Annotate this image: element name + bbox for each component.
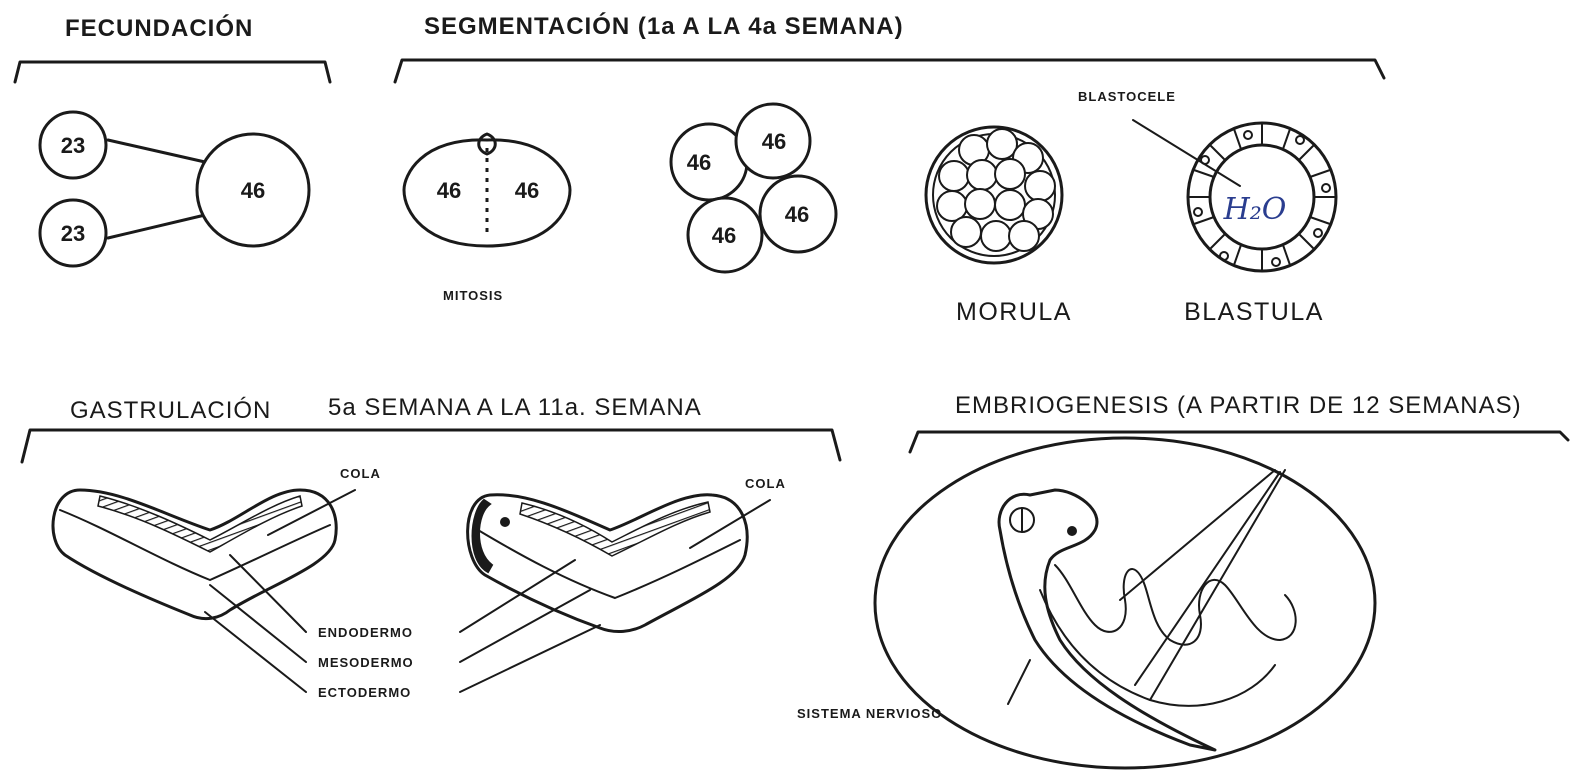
segmentacion-title: SEGMENTACIÓN (1a A LA 4a SEMANA): [424, 12, 904, 40]
blastocele-pointer: [1132, 119, 1241, 187]
fusion-line-bottom: [106, 213, 207, 240]
sistema-nervioso-label: SISTEMA NERVIOSO: [797, 706, 942, 721]
gamete-bottom-circle: [38, 198, 108, 268]
gastrula-right-drawing: [466, 493, 749, 634]
four-cell-3-circle: [758, 174, 838, 254]
fecundacion-bracket: [13, 60, 332, 84]
blastula-drawing: [1186, 121, 1338, 273]
gastrulacion-section: GASTRULACIÓN 5a SEMANA A LA 11a. SEMANA …: [20, 394, 842, 700]
segmentacion-section: SEGMENTACIÓN (1a A LA 4a SEMANA) 46 46 M…: [393, 12, 1386, 326]
blastocele-label: BLASTOCELE: [1078, 89, 1176, 104]
mitosis-right-number: 46: [515, 178, 539, 203]
fecundacion-section: FECUNDACIÓN 23 23 46: [13, 14, 332, 268]
fecundacion-title: FECUNDACIÓN: [65, 14, 253, 42]
two-cell-notch-top: [477, 132, 497, 156]
four-cell-4-number: 46: [712, 223, 736, 248]
zygote-number: 46: [241, 178, 265, 203]
gastrulacion-period: 5a SEMANA A LA 11a. SEMANA: [328, 394, 702, 421]
two-cell-outline: [402, 138, 572, 248]
blastula-label: BLASTULA: [1184, 298, 1324, 326]
germ-layer-pointers: [204, 554, 601, 693]
blastocele-water: H₂O: [1223, 192, 1287, 227]
endodermo-label: ENDODERMO: [318, 625, 413, 640]
gastrulacion-bracket: [20, 428, 842, 464]
zygote-circle: [195, 132, 311, 248]
embryo-drawing: [873, 436, 1377, 770]
cola-right-pointer: [689, 499, 771, 549]
gastrula-left-drawing: [51, 488, 338, 621]
gamete-top-number: 23: [61, 133, 85, 158]
four-cell-1-number: 46: [687, 150, 711, 175]
four-cell-2-number: 46: [762, 129, 786, 154]
fusion-line-top: [106, 138, 207, 164]
cola-left-label: COLA: [340, 466, 381, 481]
cola-left-pointer: [267, 489, 356, 536]
embriogenesis-bracket: [908, 430, 1570, 454]
cola-right-label: COLA: [745, 476, 786, 491]
embriogenesis-title: EMBRIOGENESIS (A PARTIR DE 12 SEMANAS): [955, 392, 1522, 419]
gamete-bottom-number: 23: [61, 221, 85, 246]
gamete-top-circle: [38, 110, 108, 180]
four-cell-4-circle: [686, 196, 764, 274]
segmentacion-bracket: [393, 58, 1386, 84]
four-cell-3-number: 46: [785, 202, 809, 227]
mitosis-left-number: 46: [437, 178, 461, 203]
four-cell-2-circle: [734, 102, 812, 180]
ectodermo-label: ECTODERMO: [318, 685, 411, 700]
embriogenesis-section: EMBRIOGENESIS (A PARTIR DE 12 SEMANAS) S…: [797, 392, 1570, 770]
mesodermo-label: MESODERMO: [318, 655, 414, 670]
mitosis-label: MITOSIS: [443, 288, 503, 303]
morula-drawing: [924, 125, 1064, 265]
morula-label: MORULA: [956, 298, 1072, 326]
gastrulacion-title: GASTRULACIÓN: [70, 397, 271, 424]
